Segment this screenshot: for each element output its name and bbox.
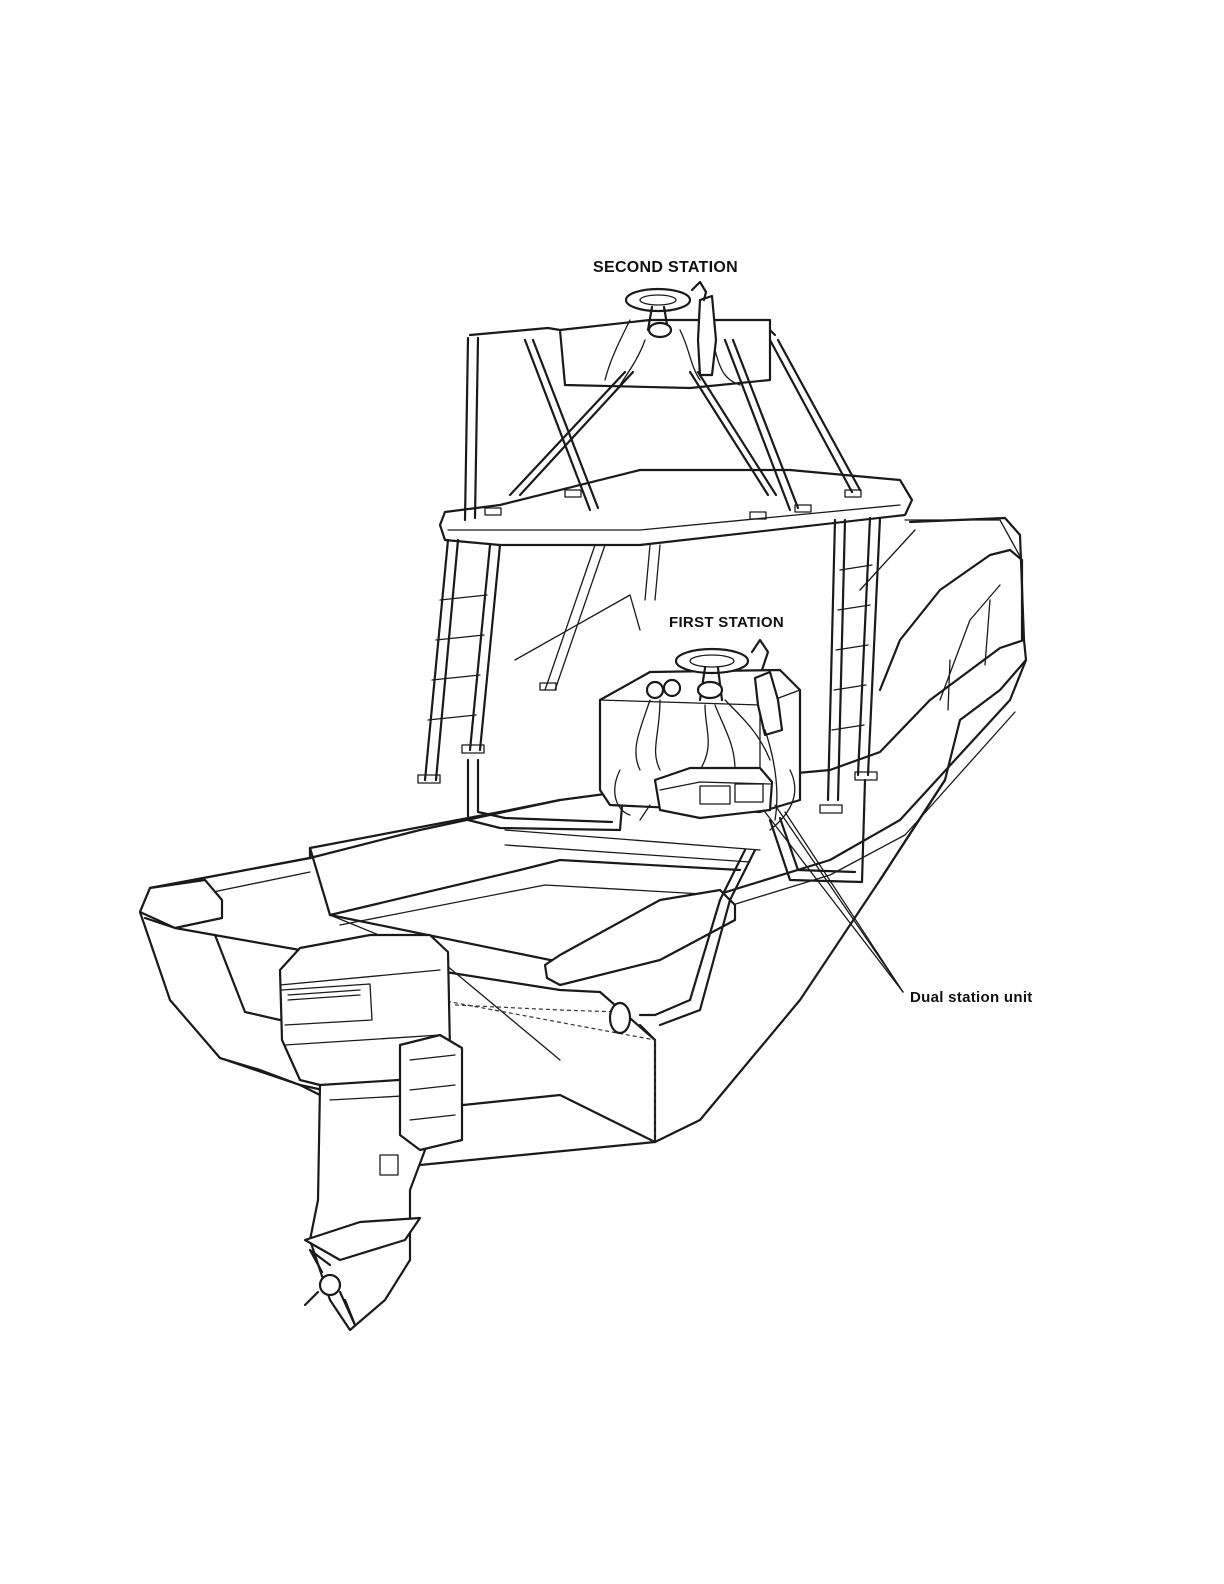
outboard-motor	[280, 935, 462, 1330]
hard-top	[440, 470, 912, 545]
dual-station-unit-label: Dual station unit	[910, 989, 1033, 1006]
first-station-console	[600, 640, 800, 830]
first-station-label: FIRST STATION	[669, 614, 784, 631]
second-station-label: SECOND STATION	[593, 259, 738, 277]
boat-hull	[140, 518, 1026, 1165]
